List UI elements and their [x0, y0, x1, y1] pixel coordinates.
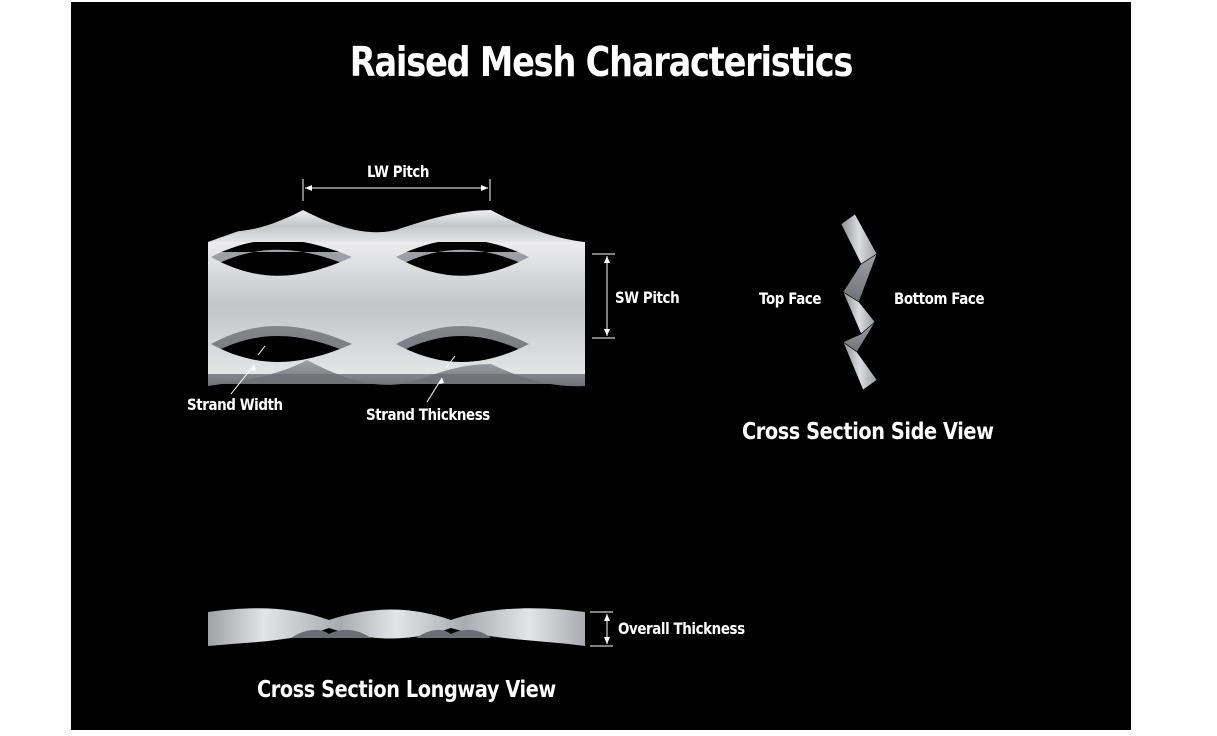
lw-pitch-label: LW Pitch [367, 162, 430, 181]
overall-thickness-dimension [590, 611, 613, 647]
page-title: Raised Mesh Characteristics [349, 38, 854, 86]
sw-pitch-label: SW Pitch [615, 288, 680, 307]
mesh-illustration [208, 179, 878, 647]
strand-width-label: Strand Width [187, 395, 283, 414]
side-view-profile [840, 213, 878, 391]
overall-thickness-label: Overall Thickness [618, 619, 745, 638]
lw-pitch-dimension [302, 179, 491, 201]
top-face-label: Top Face [759, 289, 822, 308]
sw-pitch-dimension [592, 253, 615, 339]
bottom-face-label: Bottom Face [894, 289, 985, 308]
longway-view-caption: Cross Section Longway View [257, 677, 556, 703]
strand-thickness-label: Strand Thickness [366, 405, 490, 424]
diagram-panel: Raised Mesh Characteristics LW Pitch SW … [71, 2, 1131, 730]
mesh-panel [208, 210, 585, 387]
strand-width-leader [230, 345, 266, 395]
side-view-caption: Cross Section Side View [742, 419, 994, 445]
longway-view-profile [208, 608, 585, 646]
strand-thickness-leader [426, 355, 456, 403]
